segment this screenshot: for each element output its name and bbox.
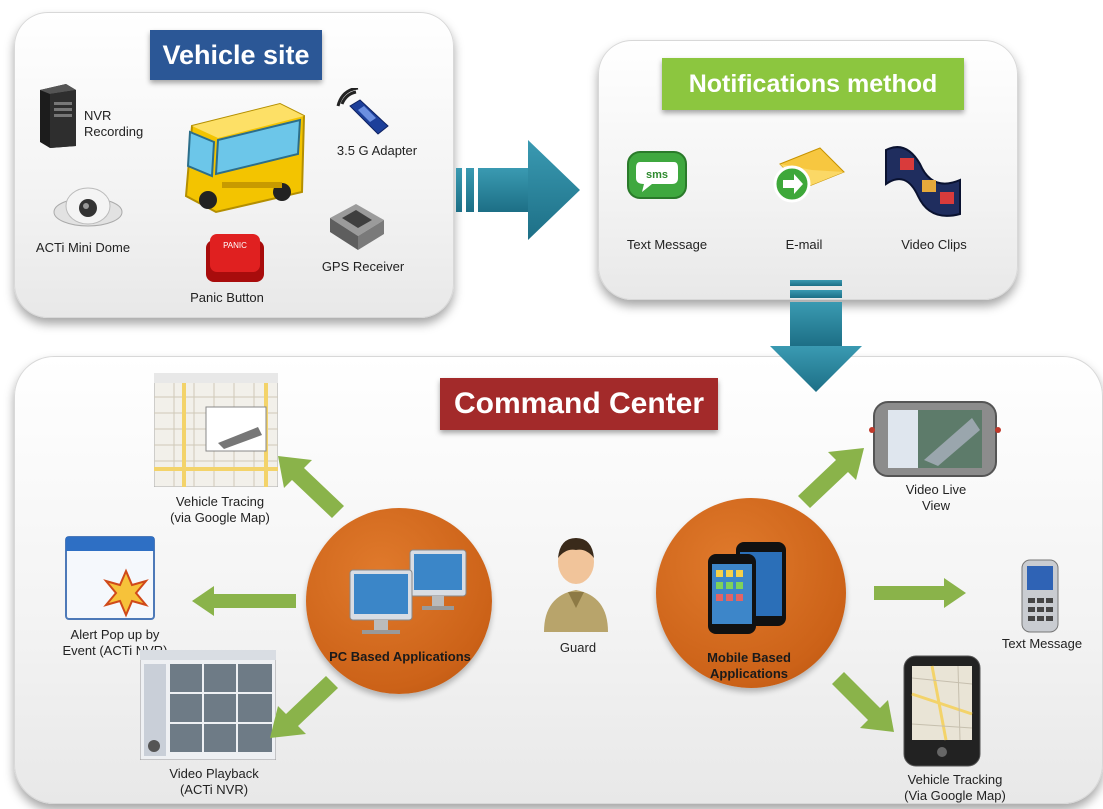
vehicle-tracing-label: Vehicle Tracing (via Google Map): [170, 494, 270, 525]
guard-person-icon: [544, 538, 608, 632]
smartphones-icon: [708, 542, 786, 634]
pda-live-view-icon: [869, 401, 1001, 477]
smartphone-map-icon: [903, 655, 981, 767]
arrow-to-text-message: [874, 578, 966, 608]
email-icon: [773, 147, 845, 203]
arrow-to-video-playback: [270, 676, 338, 738]
guard-label: Guard: [559, 640, 597, 655]
sms-label: Text Message: [626, 237, 708, 252]
server-icon: [40, 84, 76, 148]
mobile-phone-icon: [1021, 559, 1059, 633]
email-label: E-mail: [785, 237, 823, 252]
usb-adapter-icon: [336, 88, 389, 135]
adapter-label: 3.5 G Adapter: [336, 143, 418, 158]
dome-label: ACTi Mini Dome: [35, 240, 131, 255]
alert-window-icon: [65, 536, 155, 620]
mobile-apps-label: Mobile Based Applications: [707, 650, 791, 681]
vehicle-tracking-label: Vehicle Tracking (Via Google Map): [904, 772, 1006, 803]
vehicle-site-title: Vehicle site: [150, 30, 322, 80]
sms-icon: sms: [627, 151, 687, 199]
bus-icon: [184, 102, 306, 214]
text-message-label: Text Message: [1001, 636, 1083, 651]
arrow-to-video-live: [798, 448, 864, 508]
gps-receiver-icon: [330, 204, 384, 250]
google-map-screenshot-icon: [154, 373, 278, 487]
panic-button-icon: PANIC: [206, 234, 264, 282]
nvr-playback-screenshot-icon: [140, 650, 276, 760]
gps-label: GPS Receiver: [321, 259, 405, 274]
arrow-to-vehicle-tracking: [832, 672, 894, 732]
arrow-to-vehicle-tracing: [278, 456, 344, 518]
panic-key-text: PANIC: [223, 241, 247, 250]
flow-arrow-right: [456, 140, 580, 240]
nvr-recording-label: NVR Recording: [84, 108, 144, 139]
video-clips-label: Video Clips: [901, 237, 967, 252]
video-clip-icon: [885, 146, 961, 217]
dome-camera-icon: [53, 187, 123, 227]
sms-icon-text: sms: [646, 169, 668, 181]
notifications-title: Notifications method: [662, 58, 964, 110]
pc-monitors-icon: [349, 549, 467, 634]
video-playback-label: Video Playback (ACTi NVR): [169, 766, 259, 797]
video-live-label: Video Live View: [905, 482, 967, 513]
arrow-to-alert-popup: [192, 586, 296, 616]
flow-arrow-down: [770, 280, 862, 392]
panic-label: Panic Button: [190, 290, 264, 305]
pc-apps-label: PC Based Applications: [329, 649, 471, 664]
command-center-title: Command Center: [440, 378, 718, 430]
